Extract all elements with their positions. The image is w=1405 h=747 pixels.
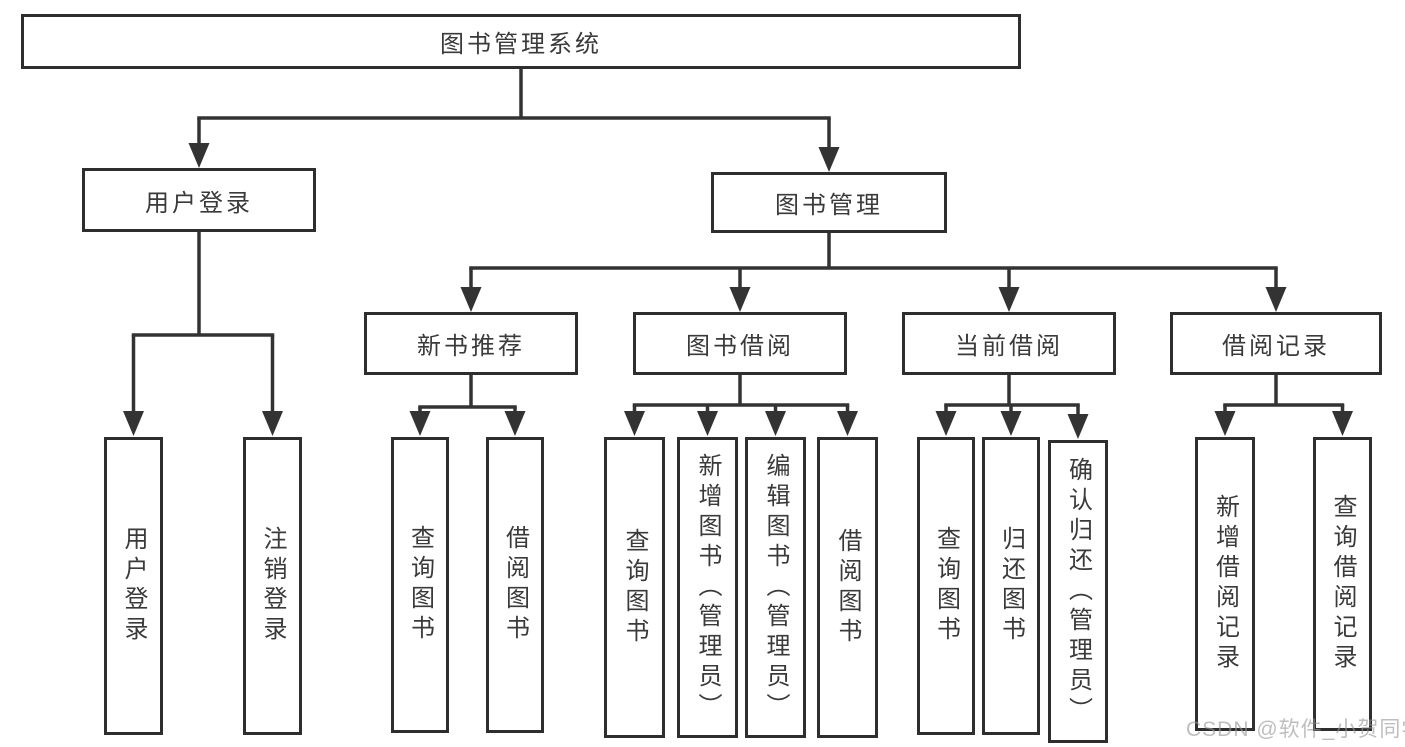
leaf-borrow-books: 借阅图书 <box>817 437 878 738</box>
leaf-label: 编辑图书（管理员） <box>762 452 789 723</box>
leaf-label: 借阅图书 <box>501 525 529 645</box>
leaf-return-books: 归还图书 <box>982 437 1040 735</box>
leaf-label: 注销登录 <box>259 526 286 646</box>
leaf-confirm-return-admin: 确认归还（管理员） <box>1048 440 1108 743</box>
leaf-label: 查询图书 <box>406 525 434 645</box>
node-book-management: 图书管理 <box>711 172 947 233</box>
leaf-logout: 注销登录 <box>243 437 302 735</box>
node-new-book-recommendation: 新书推荐 <box>364 312 578 375</box>
leaf-query-books-borrowing: 查询图书 <box>604 437 665 738</box>
csdn-watermark: CSDN @软件_小贺同学 <box>1186 718 1405 741</box>
node-root-library-system: 图书管理系统 <box>21 14 1021 69</box>
leaf-add-borrow-record: 新增借阅记录 <box>1195 437 1255 731</box>
leaf-query-books-recommend: 查询图书 <box>391 437 449 733</box>
leaf-label: 确认归还（管理员） <box>1064 456 1092 727</box>
leaf-borrow-books-recommend: 借阅图书 <box>486 437 544 733</box>
leaf-label: 用户登录 <box>120 526 147 646</box>
leaf-label: 查询借阅记录 <box>1329 494 1356 674</box>
leaf-label: 新增借阅记录 <box>1211 494 1239 674</box>
leaf-query-borrow-record: 查询借阅记录 <box>1313 437 1372 731</box>
leaf-label: 归还图书 <box>997 526 1025 646</box>
node-book-borrowing: 图书借阅 <box>633 312 847 375</box>
node-borrow-records: 借阅记录 <box>1170 312 1382 375</box>
node-current-borrowing: 当前借阅 <box>902 312 1116 375</box>
arrowheads <box>123 143 1353 439</box>
leaf-edit-book-admin: 编辑图书（管理员） <box>745 437 806 738</box>
leaf-label: 查询图书 <box>932 526 960 646</box>
leaf-label: 查询图书 <box>621 527 648 648</box>
leaf-label: 新增图书（管理员） <box>694 452 721 723</box>
leaf-label: 借阅图书 <box>834 527 861 648</box>
leaf-add-book-admin: 新增图书（管理员） <box>677 437 738 738</box>
leaf-user-login: 用户登录 <box>104 437 163 735</box>
leaf-query-books-current: 查询图书 <box>917 437 975 735</box>
node-user-login: 用户登录 <box>82 168 316 232</box>
